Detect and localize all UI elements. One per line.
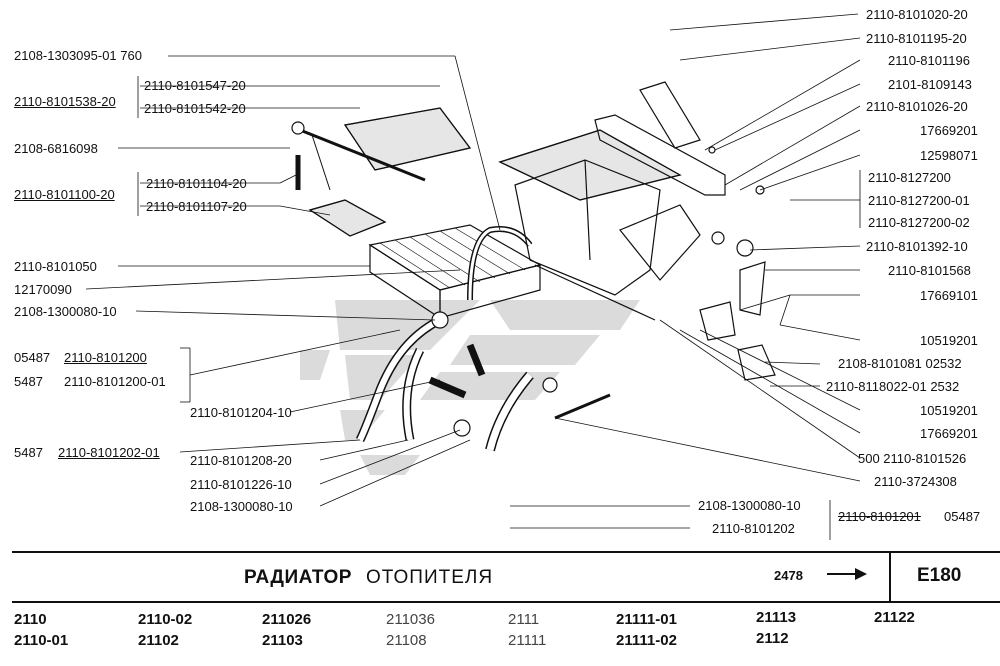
title-bar: РАДИАТОР ОТОПИТЕЛЯ 2478 E180	[12, 551, 1000, 603]
model-code: 21111-02	[616, 632, 677, 649]
model-code: 21113	[756, 609, 797, 626]
model-code: 21111-01	[616, 611, 677, 628]
label-part: 2110-8118022-01 2532	[826, 379, 960, 394]
label-part: 2110-3724308	[874, 474, 957, 489]
model-code: 21122	[874, 609, 915, 626]
label-part: 2110-8127200-02	[868, 215, 970, 230]
title-main: РАДИАТОР	[244, 567, 352, 588]
model-code: 21102	[138, 632, 179, 649]
label-part: 5487	[14, 445, 43, 460]
label-part: 2108-1303095-01 760	[14, 48, 142, 63]
label-part: 2108-8101081 02532	[838, 356, 962, 371]
model-code: 2111	[508, 611, 540, 628]
label-part: 2110-8101050	[14, 259, 97, 274]
label-part: 05487	[14, 350, 51, 365]
model-code: 2112	[756, 630, 789, 647]
label-part: 2101-8109143	[888, 77, 972, 92]
label-part: 2110-8101196	[888, 53, 970, 68]
label-part: 2110-8101200	[64, 350, 147, 365]
label-part: 12598071	[920, 148, 978, 163]
label-part: 2110-8127200	[868, 170, 951, 185]
label-part: 2110-8101200-01	[64, 374, 166, 389]
label-part: 2110-8101202	[712, 521, 795, 536]
model-code: 211036	[386, 611, 435, 628]
label-part: 2110-8101104-20	[146, 176, 247, 191]
label-part: 2108-1300080-10	[698, 498, 801, 513]
label-part-underlined: 2110-8101200	[64, 350, 147, 365]
label-part: 2110-8101568	[888, 263, 971, 278]
label-part: 10519201	[920, 333, 978, 348]
title-divider	[889, 553, 891, 601]
label-part: 2110-8127200-01	[868, 193, 970, 208]
label-part: 05487	[944, 509, 981, 524]
label-part: 17669201	[920, 426, 978, 441]
leader-lines	[85, 13, 861, 540]
model-code: 21108	[386, 632, 427, 649]
arrow-right-icon	[827, 568, 867, 580]
label-part: 2110-8101538-20	[14, 94, 116, 109]
label-part-struck: 2110-8101201	[838, 509, 921, 524]
parts-linework	[291, 81, 776, 452]
model-code: 211026	[262, 611, 312, 628]
label-part-underlined: 2110-8101202-01	[58, 445, 160, 460]
label-part: 500 2110-8101526	[858, 451, 967, 466]
label-part: 2110-8101195-20	[866, 31, 967, 46]
model-code: 21103	[262, 632, 303, 649]
label-part: 2110-8101100-20	[14, 187, 115, 202]
label-part: 2108-1300080-10	[190, 499, 293, 514]
label-part: 2110-8101026-20	[866, 99, 968, 114]
label-part: 2108-6816098	[14, 141, 98, 156]
label-part: 2110-8101542-20	[144, 101, 246, 116]
label-part: 17669101	[920, 288, 978, 303]
label-part: 2110-8101547-20	[144, 78, 246, 93]
label-part: 2110-8101208-20	[190, 453, 292, 468]
label-part-underlined: 2110-8101538-20	[14, 94, 116, 109]
label-part: 10519201	[920, 403, 978, 418]
model-code: 2110	[14, 611, 47, 628]
label-part: 2110-8101204-10	[190, 405, 292, 420]
label-part: 17669201	[920, 123, 978, 138]
label-part: 12170090	[14, 282, 72, 297]
label-part: 2110-8101226-10	[190, 477, 292, 492]
page-title: РАДИАТОР ОТОПИТЕЛЯ	[244, 567, 493, 589]
label-part: 2110-8101201	[838, 509, 921, 524]
exploded-parts-diagram	[85, 13, 861, 540]
label-part: 2108-1300080-10	[14, 304, 117, 319]
model-code: 21111	[508, 632, 547, 649]
label-part: 2110-8101202-01	[58, 445, 160, 460]
label-part-underlined: 2110-8101100-20	[14, 187, 115, 202]
label-part: 2110-8101392-10	[866, 239, 968, 254]
model-code: 2110-01	[14, 632, 69, 649]
watermark-logo	[300, 300, 640, 475]
section-code: E180	[917, 565, 962, 586]
reference-page: 2478	[774, 568, 803, 583]
label-part: 2110-8101107-20	[146, 199, 247, 214]
model-code: 2110-02	[138, 611, 193, 628]
title-sub: ОТОПИТЕЛЯ	[365, 567, 494, 588]
label-part: 5487	[14, 374, 43, 389]
label-part: 2110-8101020-20	[866, 7, 968, 22]
